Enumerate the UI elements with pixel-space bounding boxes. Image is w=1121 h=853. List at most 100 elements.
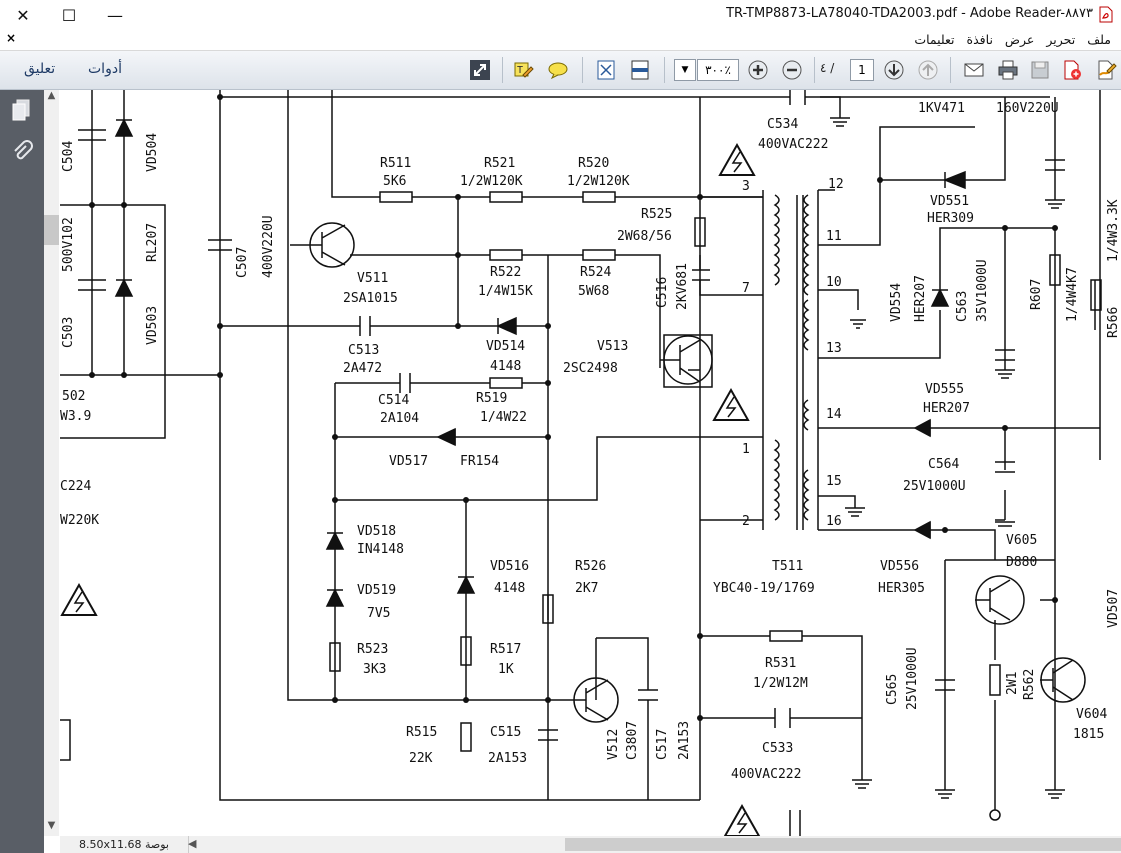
label-c514-value: 2A104 [380, 411, 419, 426]
label-v513-value: 2SC2498 [563, 361, 618, 376]
next-page-icon[interactable] [882, 58, 906, 82]
scroll-down-icon[interactable]: ▼ [47, 820, 56, 831]
toolbar-separator [950, 57, 951, 83]
pin-13: 13 [826, 341, 842, 356]
close-window-button[interactable]: ✕ [0, 0, 46, 30]
tools-pane-button[interactable]: أدوات [88, 61, 122, 77]
pin-7: 7 [742, 281, 750, 296]
comment-bubble-icon[interactable] [546, 58, 570, 82]
toolbar-separator [814, 57, 815, 83]
label-c564: C564 [928, 457, 959, 472]
menu-help[interactable]: تعليمات [914, 32, 955, 47]
pin-10: 10 [826, 275, 842, 290]
label-c565-value: 25V1000U [905, 647, 920, 710]
label-r515: R515 [406, 725, 437, 740]
page-number-input[interactable]: 1 [850, 59, 874, 81]
label-r511: R511 [380, 156, 411, 171]
label-r522-value: 1/4W15K [478, 284, 533, 299]
circuit-schematic: C534 400VAC222 1KV471 160V220U R511 5K6 … [60, 90, 1121, 836]
label-r607-value: 1/4W4K7 [1065, 267, 1080, 322]
label-r520: R520 [578, 156, 609, 171]
menu-list: ملف تحرير عرض نافذة تعليمات [914, 32, 1111, 47]
label-vd556-value: HER305 [878, 581, 925, 596]
label-r525: R525 [641, 207, 672, 222]
label-c513-value: 2A472 [343, 361, 382, 376]
label-r515-value: 22K [409, 751, 433, 766]
maximize-window-button[interactable]: ☐ [46, 0, 92, 30]
create-pdf-icon[interactable] [1060, 58, 1084, 82]
label-r517: R517 [490, 642, 521, 657]
zoom-in-icon[interactable] [746, 58, 770, 82]
label-c563-value: 35V1000U [975, 259, 990, 322]
label-r521: R521 [484, 156, 515, 171]
label-vd503: VD503 [145, 306, 160, 345]
pages-thumbnail-icon[interactable] [11, 98, 33, 126]
close-icon: ✕ [16, 5, 30, 25]
label-c507-value: 400V220U [261, 215, 276, 278]
close-document-button[interactable]: × [6, 31, 17, 45]
save-icon[interactable] [1028, 58, 1052, 82]
label-r607: R607 [1029, 279, 1044, 310]
scroll-thumb[interactable] [44, 215, 59, 245]
label-vd517: VD517 [389, 454, 428, 469]
label-v604: V604 [1076, 707, 1107, 722]
email-icon[interactable] [962, 58, 986, 82]
menu-file[interactable]: ملف [1087, 32, 1111, 47]
pin-11: 11 [826, 229, 842, 244]
label-vd517-value: FR154 [460, 454, 499, 469]
comment-pane-button[interactable]: تعليق [24, 61, 56, 77]
vertical-scrollbar[interactable]: ▲ ▼ [44, 90, 59, 836]
sign-icon[interactable] [1094, 58, 1118, 82]
label-c224: C224 [60, 479, 91, 494]
title-bar: ✕ ☐ — TR-TMP8873-LA78040-TDA2003.pdf - A… [0, 0, 1121, 30]
zoom-input[interactable]: ٣٠٠٪ [697, 59, 739, 81]
scroll-up-icon[interactable]: ▲ [47, 90, 56, 101]
scroll-thumb-horizontal[interactable] [565, 838, 1121, 851]
attachments-paperclip-icon[interactable] [11, 140, 33, 168]
document-view: C534 400VAC222 1KV471 160V220U R511 5K6 … [60, 90, 1121, 836]
label-c534: C534 [767, 117, 798, 132]
label-c517-value: 2A153 [677, 721, 692, 760]
highlight-icon[interactable]: T [512, 58, 536, 82]
label-vd507: VD507 [1106, 589, 1121, 628]
label-vd554-value: HER207 [913, 275, 928, 322]
label-c564-value: 25V1000U [903, 479, 966, 494]
label-c503: C503 [61, 317, 76, 348]
menu-view[interactable]: عرض [1004, 32, 1035, 47]
menu-window[interactable]: نافذة [966, 32, 993, 47]
label-c-1kv: 1KV471 [918, 101, 965, 116]
minimize-window-button[interactable]: — [92, 0, 138, 30]
menu-bar: × ملف تحرير عرض نافذة تعليمات [0, 30, 1121, 51]
pdf-file-icon [1099, 6, 1113, 23]
label-t511: T511 [772, 559, 803, 574]
label-c-160v: 160V220U [996, 101, 1059, 116]
label-r523: R523 [357, 642, 388, 657]
label-c517: C517 [655, 729, 670, 760]
pin-12: 12 [828, 177, 844, 192]
fit-page-icon[interactable] [594, 58, 618, 82]
label-r520-value: 1/2W120K [567, 174, 630, 189]
zoom-dropdown-icon[interactable]: ▼ [674, 59, 696, 81]
label-w3-9: W3.9 [60, 409, 91, 424]
label-r566-value: 1/4W3.3K [1106, 199, 1121, 262]
label-c565: C565 [885, 674, 900, 705]
zoom-out-icon[interactable] [780, 58, 804, 82]
label-c515-value: 2A153 [488, 751, 527, 766]
label-502: 502 [62, 389, 85, 404]
label-vd551-value: HER309 [927, 211, 974, 226]
label-r562-value: 2W1 [1005, 672, 1020, 695]
label-c516-value: 2KV681 [675, 263, 690, 310]
label-vd514: VD514 [486, 339, 525, 354]
label-c502: 500V102 [61, 217, 76, 272]
label-r531-value: 1/2W12M [753, 676, 808, 691]
window-title: TR-TMP8873-LA78040-TDA2003.pdf - Adobe R… [726, 6, 1093, 21]
label-v511: V511 [357, 271, 388, 286]
print-icon[interactable] [996, 58, 1020, 82]
menu-edit[interactable]: تحرير [1046, 32, 1076, 47]
fit-width-icon[interactable] [628, 58, 652, 82]
scroll-left-icon[interactable]: ◀ [188, 837, 197, 850]
expand-icon[interactable] [468, 58, 492, 82]
previous-page-icon[interactable] [916, 58, 940, 82]
label-c533: C533 [762, 741, 793, 756]
horizontal-scrollbar[interactable]: 8.50x11.68 بوصة ◀ [60, 836, 1121, 853]
